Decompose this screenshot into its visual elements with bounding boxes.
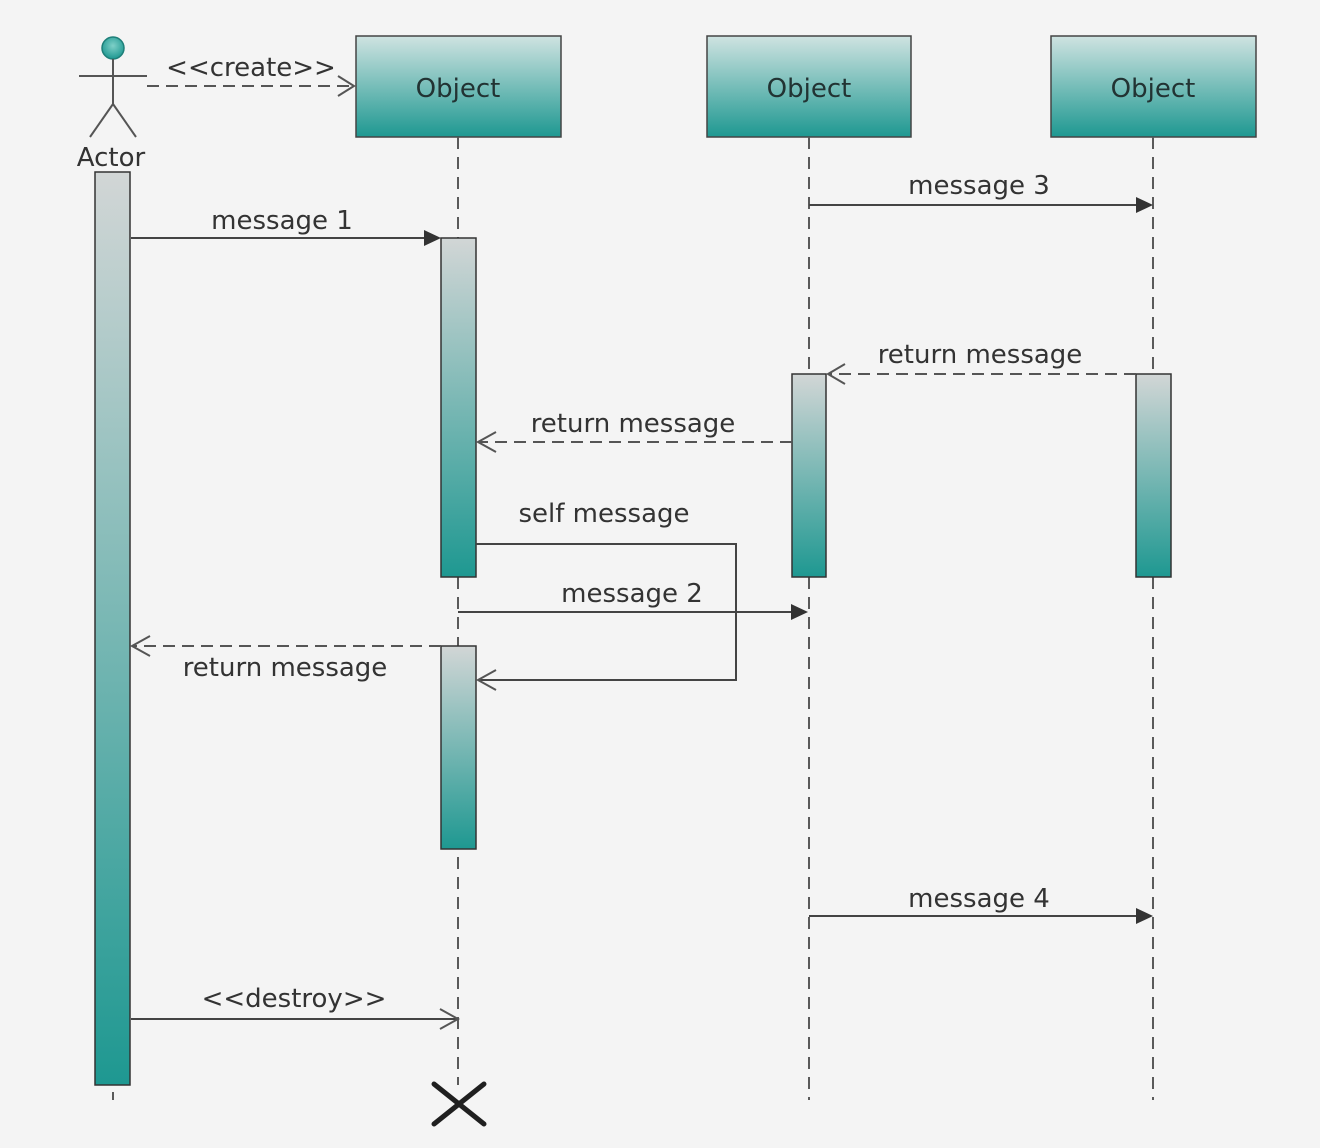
self-message-label: self message [518,499,689,529]
message-4: message 4 [809,884,1153,924]
message-1: message 1 [131,206,441,246]
actor-activation-bar [94,171,131,1086]
object-2-label: Object [767,74,852,104]
object-1-label: Object [416,74,501,104]
object-1-activation-2 [440,645,477,850]
return-message-obj2-to-obj1: return message [475,409,792,453]
actor-label: Actor [77,143,146,173]
object-3-box: Object [1050,35,1257,138]
object-2-activation [791,373,827,578]
actor-head [101,36,125,60]
create-message-label: <<create>> [166,53,336,83]
message-1-label: message 1 [211,206,353,236]
actor: Actor [77,36,147,173]
destroy-x-icon [431,1081,487,1127]
return-message-obj3-label: return message [878,340,1083,370]
object-3-label: Object [1111,74,1196,104]
return-message-obj2-label: return message [531,409,736,439]
destroy-message-label: <<destroy>> [202,984,387,1014]
destroy-message: <<destroy>> [131,984,461,1030]
return-message-obj3-to-obj2: return message [826,340,1136,385]
object-2-box: Object [706,35,912,138]
create-message: <<create>> [147,53,356,97]
object-1-box: Object [355,35,562,138]
message-4-label: message 4 [908,884,1050,914]
return-message-obj1-to-actor: return message [129,635,441,683]
message-2-label: message 2 [561,579,703,609]
actor-leg-right [112,103,137,138]
message-2: message 2 [458,579,808,620]
actor-leg-left [89,103,114,138]
message-3: message 3 [809,171,1153,213]
return-message-obj1-label: return message [183,653,388,683]
object-3-activation [1135,373,1172,578]
message-3-label: message 3 [908,171,1050,201]
object-1-activation-1 [440,237,477,578]
